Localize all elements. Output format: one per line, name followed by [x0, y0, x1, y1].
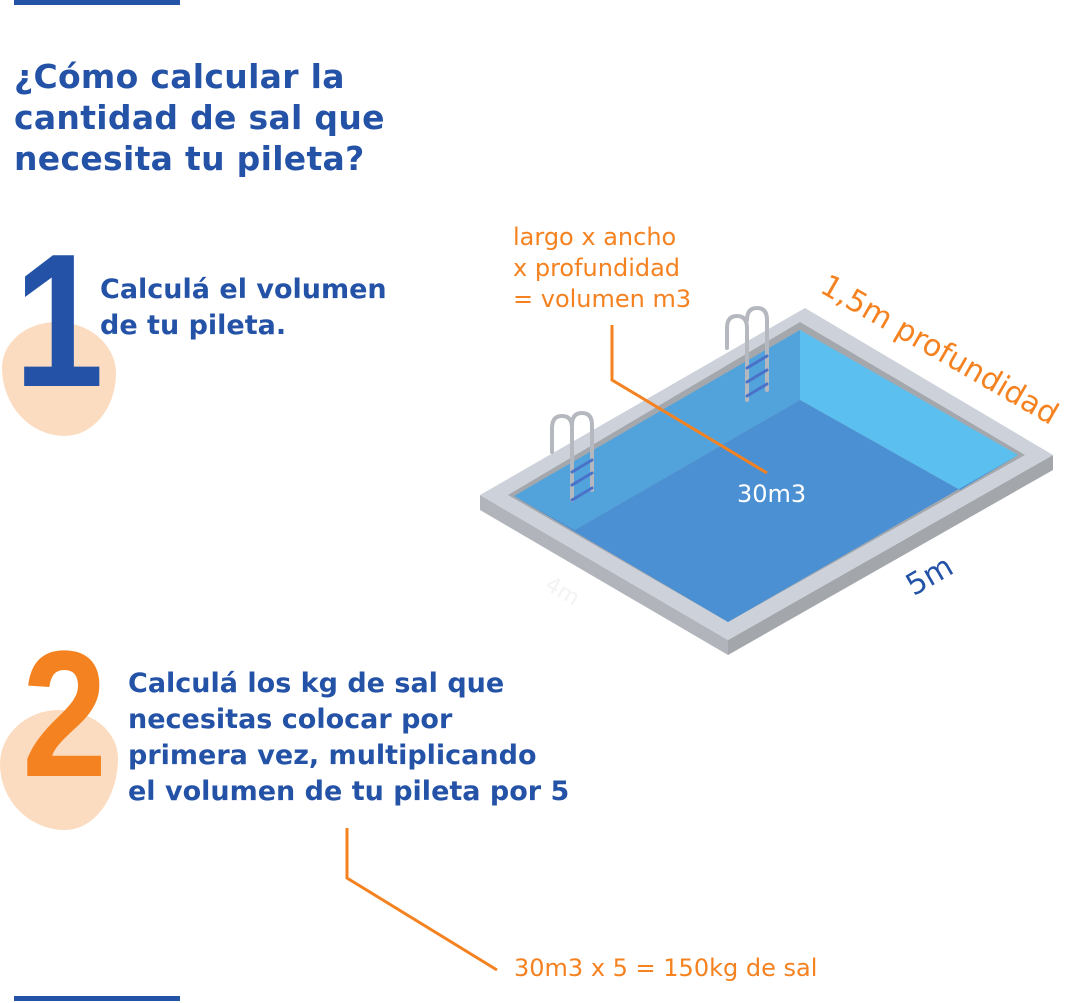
step-2-line: el volumen de tu pileta por 5 — [128, 776, 570, 807]
step-1-text: Calculá el volumen de tu pileta. — [100, 272, 387, 344]
peach-blob — [0, 710, 118, 830]
step-2-number: 2 — [22, 614, 108, 815]
rim-side-right — [728, 455, 1053, 655]
formula-line: x profundidad — [513, 254, 681, 282]
step-1-line: Calculá el volumen — [100, 274, 387, 305]
volume-formula: largo x ancho x profundidad = volumen m3 — [513, 222, 691, 315]
page-title: ¿Cómo calcular la cantidad de sal que ne… — [14, 56, 385, 179]
top-divider — [14, 0, 180, 5]
title-line: ¿Cómo calcular la — [14, 57, 345, 96]
result-formula: 30m3 x 5 = 150kg de sal — [514, 954, 818, 982]
step-1-number: 1 — [14, 215, 104, 427]
bottom-divider — [14, 996, 180, 1001]
rim-side-left — [480, 495, 728, 655]
ladder-icon — [725, 305, 769, 402]
volume-label: 30m3 — [737, 480, 807, 508]
title-line: cantidad de sal que — [14, 98, 385, 137]
pool-wall-right — [800, 330, 1018, 490]
title-line: necesita tu pileta? — [14, 139, 365, 178]
pool-wall-back — [514, 330, 800, 530]
step-1-line: de tu pileta. — [100, 310, 287, 341]
formula-line: largo x ancho — [513, 223, 677, 251]
ladder-icon — [550, 410, 594, 502]
leader-line — [345, 828, 498, 972]
step-2-line: necesitas colocar por — [128, 704, 453, 735]
leader-line — [610, 325, 768, 475]
step-2-line: Calculá los kg de sal que — [128, 668, 505, 699]
formula-line: = volumen m3 — [513, 285, 692, 313]
step-2-text: Calculá los kg de sal que necesitas colo… — [128, 666, 569, 810]
step-2-line: primera vez, multiplicando — [128, 740, 537, 771]
pool-floor — [514, 400, 1018, 622]
peach-blob — [2, 322, 116, 436]
